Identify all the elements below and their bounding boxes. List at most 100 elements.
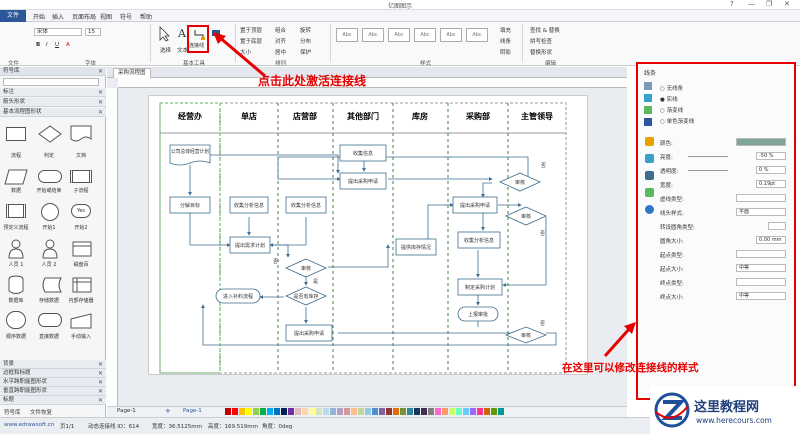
radio-gradient-line[interactable]: ○ 渐变线 [660,108,684,114]
text-tool-icon[interactable]: A [176,26,188,40]
flowchart[interactable]: 经营办 单店 店营部 其他部门 库房 采购部 主管领导 否 否 是 否 否 [148,95,588,375]
line-button[interactable]: 线条 [500,39,512,45]
node-review-4[interactable]: 审核 [521,332,531,339]
symbol-search-input[interactable] [3,78,99,86]
node-replenish[interactable]: 进入补料流程 [223,293,253,300]
image-icon[interactable] [645,171,654,180]
node-purchase-request-2[interactable]: 提出采购申请 [294,330,324,337]
node-review-3[interactable]: 审核 [521,213,531,220]
font-size-combo[interactable]: 15 [85,28,101,36]
shape-start1[interactable] [41,203,59,221]
fill-button[interactable]: 填充 [500,28,512,34]
shape-subprocess[interactable] [70,170,92,183]
shape-person1[interactable] [8,239,24,259]
color-palette[interactable] [225,407,625,416]
prop-brightness-value[interactable]: -50 % [756,152,786,160]
node-plan[interactable]: 公司总体经营计划 [171,148,209,155]
prop-dash-select[interactable] [736,194,786,202]
help-circle-icon[interactable] [645,205,654,214]
style-thumb-2[interactable]: Abc [362,28,384,42]
font-name-combo[interactable]: 宋体 [34,28,82,36]
node-collect-4[interactable]: 收集分析信息 [464,237,494,244]
shape-manual-input[interactable] [70,313,92,329]
menu-insert[interactable]: 插入 [52,14,65,21]
document-tab[interactable]: 采购流程图 [113,68,151,78]
transparency-slider[interactable] [688,170,728,171]
size-button[interactable]: 大小 [240,50,252,56]
node-collect-1[interactable]: 收集分析信息 [234,202,264,209]
spell-check-button[interactable]: 拼写检查 [530,39,553,45]
node-demand-plan[interactable]: 提出需求计划 [235,242,265,249]
drawing-page[interactable] [148,95,588,375]
section-basic-flowchart[interactable]: 基本流程图形状✕ [0,108,106,117]
section-title[interactable]: 标题✕ [0,396,106,405]
prop-cap-select[interactable]: 平面 [736,208,786,216]
brightness-slider[interactable] [688,156,728,157]
section-horizontal-cross[interactable]: 水平跨职能图形状✕ [0,378,106,387]
node-purchase-request-1[interactable]: 提出采购申请 [348,178,378,185]
shape-internal-storage[interactable] [72,277,92,293]
prop-corner-size-value[interactable]: 0.00 mm [756,236,786,244]
menu-page-layout[interactable]: 页面布局 [72,14,97,21]
style-thumb-3[interactable]: Abc [388,28,410,42]
shape-disk[interactable] [72,241,92,257]
shape-predefined-process[interactable] [6,204,26,218]
minimize-icon[interactable]: — [748,0,755,8]
section-vertical-cross[interactable]: 垂直跨职能图形状✕ [0,387,106,396]
shape-process[interactable] [6,127,26,141]
shadow-button[interactable]: 阴影 [500,50,512,56]
section-borders[interactable]: 边框和标题✕ [0,369,106,378]
shape-document[interactable] [70,125,92,143]
page-tab-1[interactable]: Page-1 [117,408,136,414]
help-icon[interactable]: ? [730,0,734,8]
color-swatches[interactable] [225,407,625,416]
align-button[interactable]: 对齐 [275,39,287,45]
node-review-1[interactable]: 审核 [301,265,311,272]
style-thumb-4[interactable]: Abc [414,28,436,42]
node-collect-3[interactable]: 收集信息 [353,150,373,157]
italic-icon[interactable]: I [46,42,48,48]
status-url[interactable]: www.edrawsoft.cn [4,422,55,428]
select-tool-label[interactable]: 选择 [160,48,172,54]
shape-stored-data[interactable] [40,277,62,293]
file-menu-button[interactable]: 文件 [0,10,26,22]
panel-tool-icon-2[interactable] [644,94,652,102]
find-replace-button[interactable]: 查找 & 替换 [530,28,560,34]
bring-to-front[interactable]: 置于顶层 [240,28,263,34]
prop-width-value[interactable]: 0.19pt [756,180,786,188]
prop-start-size-select[interactable]: 中等 [736,264,786,272]
node-purchase-plan[interactable]: 制定采购计划 [465,284,495,291]
node-decompose[interactable]: 分解目标 [180,202,200,209]
shape-decision[interactable] [38,125,62,143]
group-button[interactable]: 组合 [275,28,287,34]
center-button[interactable]: 居中 [275,50,287,56]
node-purchase-request-3[interactable]: 提出采购申请 [460,202,490,209]
distribute-button[interactable]: 分布 [300,39,312,45]
shape-start-end[interactable] [38,170,62,183]
prop-start-type-select[interactable] [736,250,786,258]
shape-start2[interactable]: Yes [71,204,91,218]
tab-file-recovery[interactable]: 文件恢复 [30,410,53,416]
close-icon[interactable]: ✕ [784,0,790,8]
add-page-icon[interactable]: + [165,407,171,415]
node-collect-2[interactable]: 收集分析信息 [291,202,321,209]
page-tab-2[interactable]: Page-1 [183,408,202,414]
section-arrows[interactable]: 箭头形状✕ [0,98,106,107]
shape-data[interactable] [4,169,28,185]
send-to-back[interactable]: 置于底层 [240,39,263,45]
node-report[interactable]: 上报审批 [468,311,488,318]
layer-icon[interactable] [645,188,654,197]
menu-view[interactable]: 视图 [100,14,113,21]
shape-direct-data[interactable] [38,313,62,327]
prop-end-type-select[interactable] [736,278,786,286]
panel-close-icon[interactable]: ✕ [97,68,103,75]
menu-help[interactable]: 帮助 [140,14,153,21]
radio-no-line[interactable]: ○ 无线条 [660,86,684,92]
shape-database[interactable] [8,275,24,295]
panel-tool-icon-1[interactable] [644,82,652,90]
radio-solid-line[interactable]: ● 实线 [660,97,678,103]
style-thumb-5[interactable]: Abc [440,28,462,42]
menu-symbols[interactable]: 符号 [120,14,133,21]
prop-end-size-select[interactable]: 中等 [736,292,786,300]
panel-tool-icon-4[interactable] [644,118,652,126]
